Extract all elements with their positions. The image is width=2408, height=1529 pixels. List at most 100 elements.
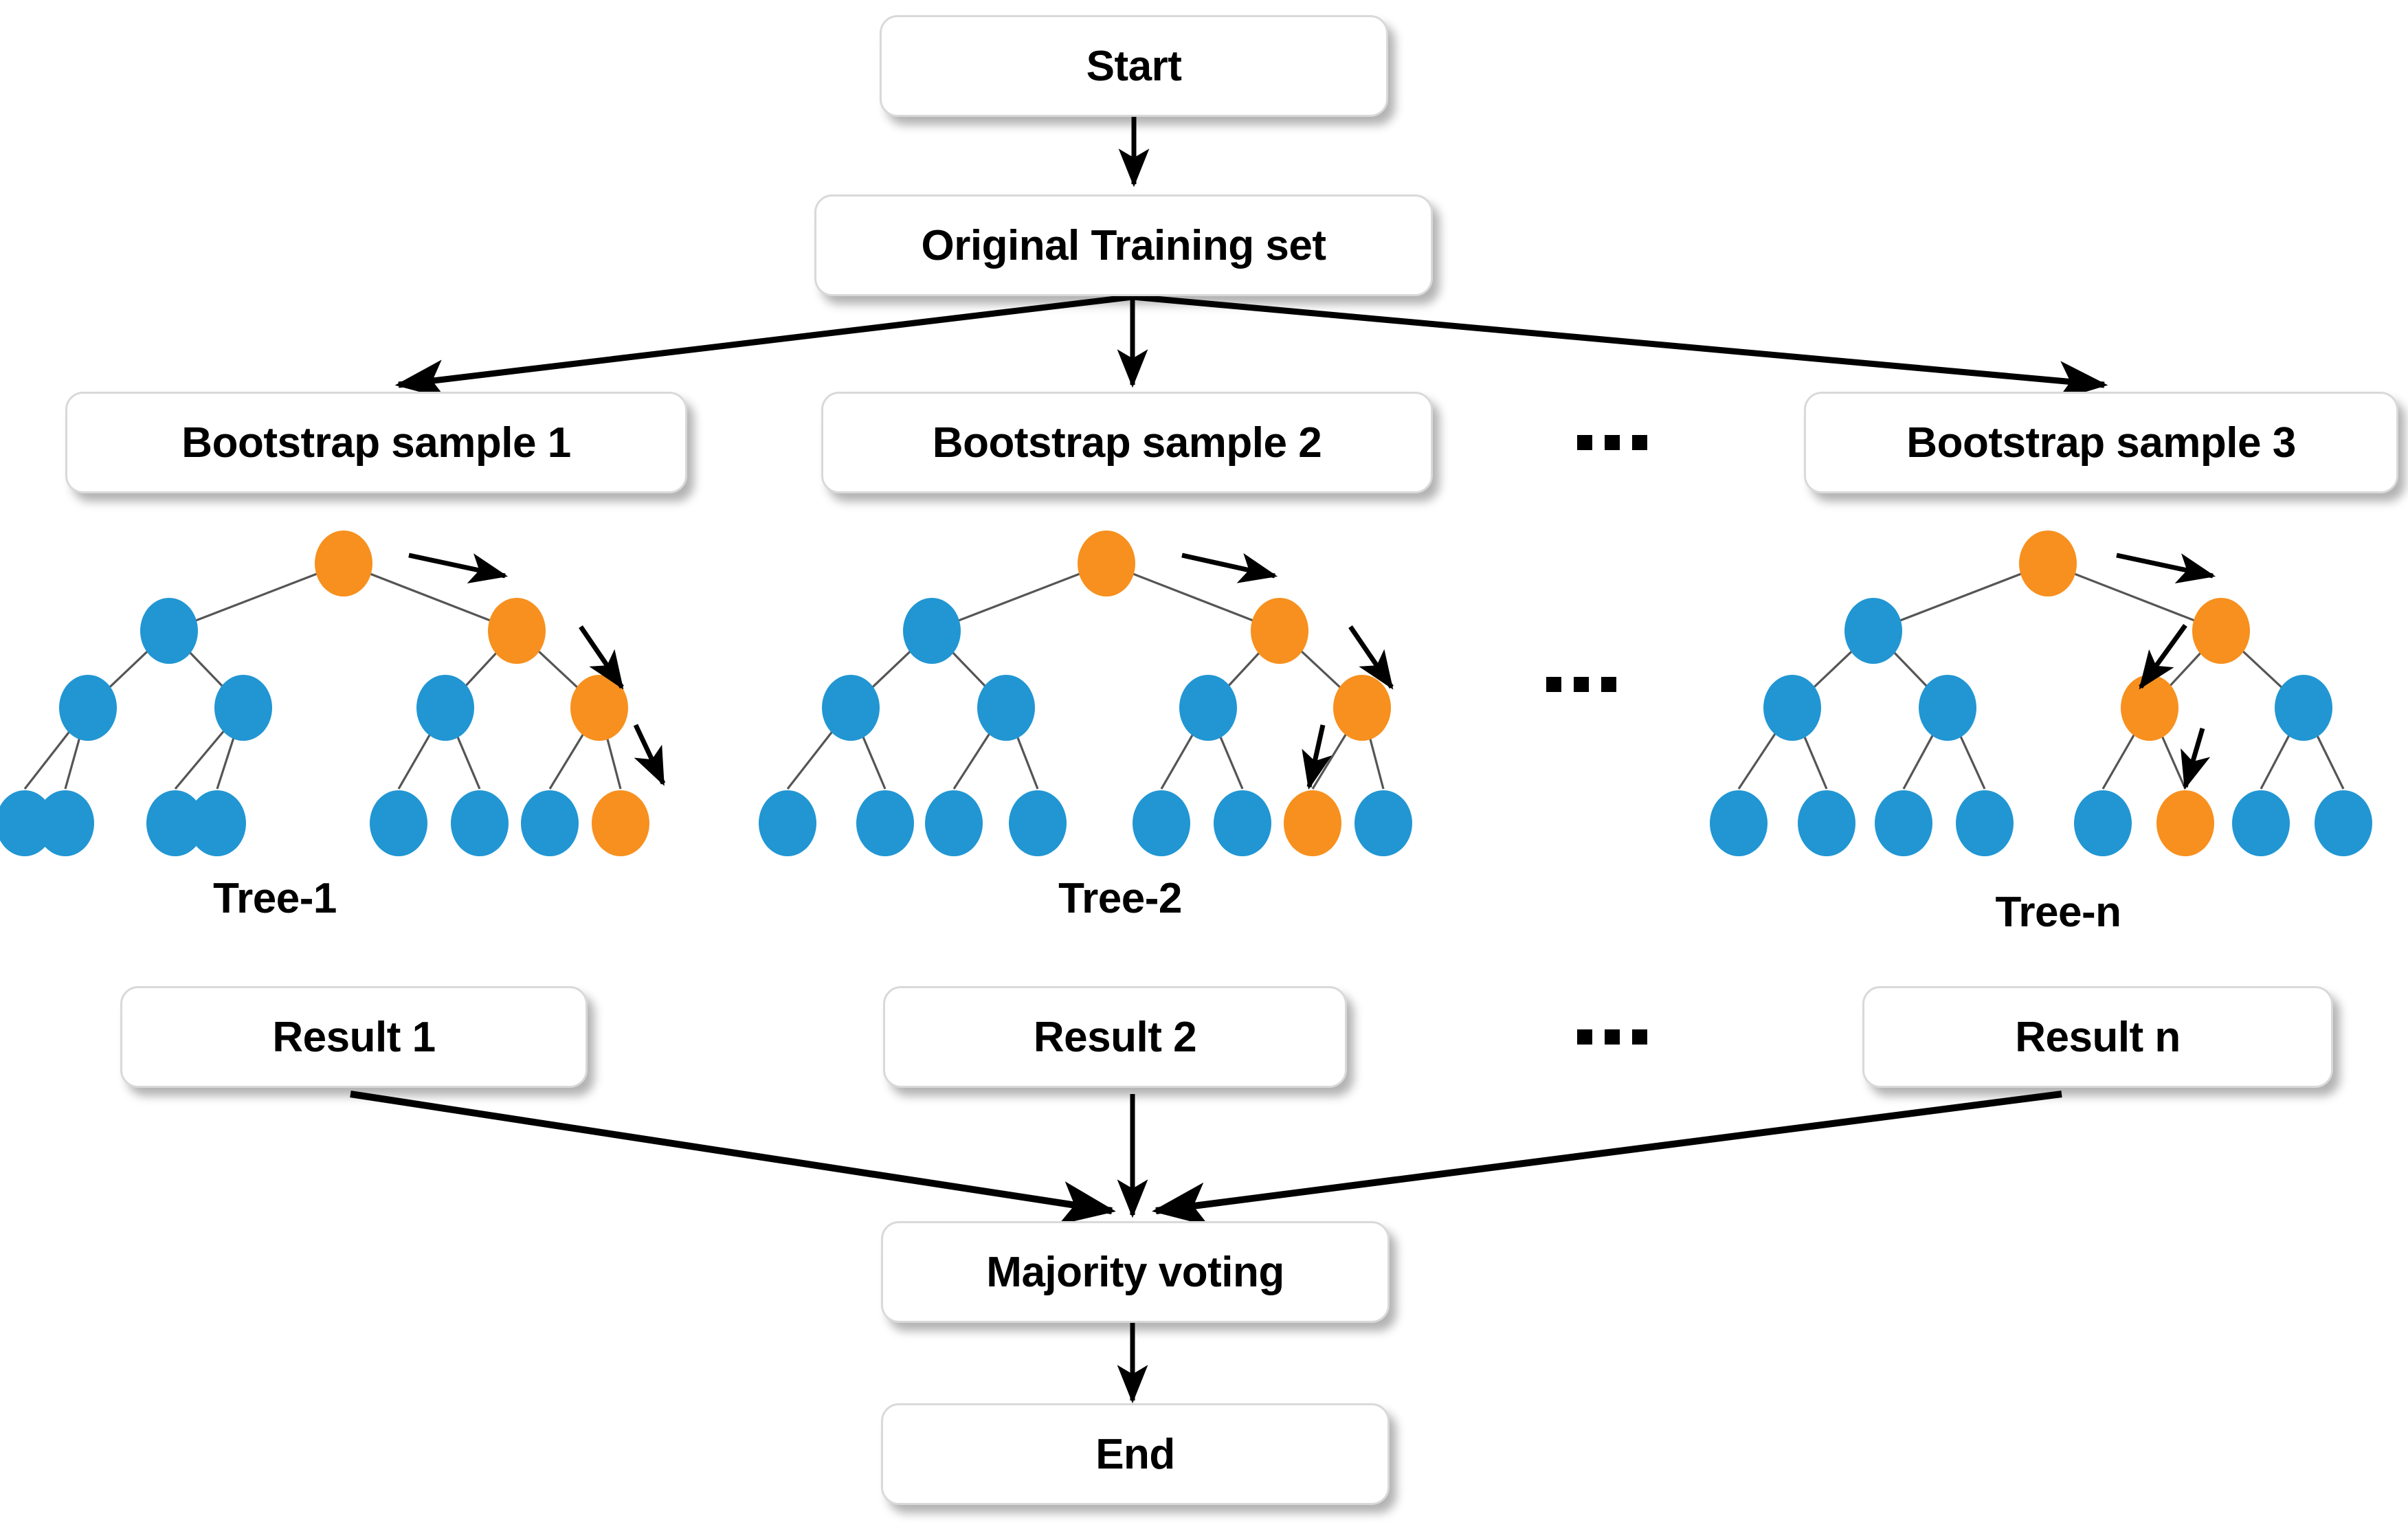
tree-1-graphic [0, 531, 666, 856]
box-result-1-label: Result 1 [272, 1013, 436, 1061]
tree-node-blue [977, 675, 1035, 741]
tree-node-blue [1919, 675, 1976, 741]
ellipsis-dot [1577, 435, 1592, 450]
box-bootstrap-sample-2[interactable]: Bootstrap sample 2 [821, 392, 1433, 493]
tree-leaf-blue [370, 790, 427, 856]
box-bootstrap-sample-1-label: Bootstrap sample 1 [181, 418, 571, 467]
tree-node-blue [822, 675, 880, 741]
tree-leaf-blue [1875, 790, 1932, 856]
tree-leaf-orange [1284, 790, 1341, 856]
tree-leaf-blue [188, 790, 246, 856]
tree-leaf-blue [1133, 790, 1190, 856]
tree-2-edges [786, 562, 1385, 790]
tree-leaf-blue [2074, 790, 2132, 856]
ellipsis-dot [1574, 677, 1589, 692]
tree-2-nodes [759, 531, 1412, 856]
box-bootstrap-sample-3[interactable]: Bootstrap sample 3 [1804, 392, 2398, 493]
box-start[interactable]: Start [880, 15, 1388, 117]
tree-node-blue [1763, 675, 1821, 741]
ellipsis-tree-row [1546, 677, 1616, 692]
tree-leaf-blue [451, 790, 509, 856]
flow-arrow-training-to-bootstrap3 [1132, 293, 2108, 401]
tree-leaf-blue [0, 790, 54, 856]
box-bootstrap-sample-3-label: Bootstrap sample 3 [1906, 418, 2296, 467]
tree-label-tree-n: Tree-n [1955, 888, 2161, 937]
ellipsis-dot [1632, 1029, 1647, 1045]
box-original-training-set[interactable]: Original Training set [814, 194, 1433, 296]
box-result-1[interactable]: Result 1 [120, 986, 588, 1088]
box-end[interactable]: End [881, 1403, 1390, 1505]
box-majority-voting-label: Majority voting [986, 1248, 1284, 1296]
tree-leaf-blue [856, 790, 914, 856]
tree-leaf-blue [925, 790, 983, 856]
tree-node-orange [315, 531, 372, 596]
box-majority-voting[interactable]: Majority voting [881, 1221, 1390, 1323]
tree-n-edges [1737, 562, 2345, 790]
box-original-training-set-label: Original Training set [921, 221, 1326, 269]
ellipsis-result-row [1577, 1029, 1647, 1045]
box-start-label: Start [1086, 42, 1182, 90]
tree-1-nodes [0, 531, 649, 856]
tree-node-orange [1251, 598, 1308, 664]
box-bootstrap-sample-1[interactable]: Bootstrap sample 1 [65, 392, 687, 493]
tree-leaf-blue [36, 790, 94, 856]
flow-arrow-resultn-to-voting [1152, 1091, 2062, 1227]
tree-leaf-orange [592, 790, 649, 856]
flow-arrow-result1-to-voting [350, 1091, 1116, 1225]
ellipsis-dot [1632, 435, 1647, 450]
ellipsis-dot [1601, 677, 1616, 692]
box-end-label: End [1095, 1430, 1175, 1478]
tree-n-nodes [1710, 531, 2372, 856]
box-result-n-label: Result n [2015, 1013, 2181, 1061]
tree-node-blue [59, 675, 117, 741]
tree-node-blue [2275, 675, 2332, 741]
tree-node-orange [2019, 531, 2077, 596]
tree-node-orange [570, 675, 628, 741]
tree-node-orange [2121, 675, 2178, 741]
tree-label-tree-1-text: Tree-1 [213, 875, 337, 922]
tree-n-graphic [1710, 531, 2372, 856]
tree-leaf-blue [1214, 790, 1271, 856]
tree-leaf-blue [2232, 790, 2290, 856]
box-result-2[interactable]: Result 2 [883, 986, 1347, 1088]
tree-1-path-arrows [408, 553, 666, 786]
tree-leaf-blue [1798, 790, 1855, 856]
tree-leaf-blue [1710, 790, 1768, 856]
tree-node-orange [1078, 531, 1135, 596]
box-bootstrap-sample-2-label: Bootstrap sample 2 [932, 418, 1322, 467]
tree-2-path-arrows [1181, 553, 1394, 790]
tree-node-orange [2192, 598, 2250, 664]
ellipsis-dot [1605, 435, 1620, 450]
tree-label-tree-2: Tree-2 [1017, 874, 1223, 923]
tree-node-blue [1179, 675, 1237, 741]
tree-label-tree-n-text: Tree-n [1995, 889, 2121, 936]
tree-node-blue [1844, 598, 1902, 664]
tree-node-orange [488, 598, 546, 664]
tree-leaf-blue [759, 790, 816, 856]
box-result-n[interactable]: Result n [1862, 986, 2333, 1088]
tree-leaf-orange [2156, 790, 2214, 856]
box-result-2-label: Result 2 [1033, 1013, 1197, 1061]
tree-leaf-blue [1009, 790, 1067, 856]
tree-1-edges [23, 562, 622, 790]
tree-leaf-blue [521, 790, 579, 856]
ellipsis-dot [1605, 1029, 1620, 1045]
ellipsis-dot [1546, 677, 1561, 692]
tree-leaf-blue [146, 790, 204, 856]
tree-n-path-arrows [2116, 553, 2216, 790]
tree-node-blue [140, 598, 198, 664]
tree-node-orange [1333, 675, 1391, 741]
tree-label-tree-1: Tree-1 [172, 874, 378, 923]
tree-node-blue [903, 598, 961, 664]
tree-leaf-blue [2315, 790, 2372, 856]
tree-leaf-blue [1354, 790, 1412, 856]
tree-node-blue [214, 675, 272, 741]
tree-node-blue [416, 675, 474, 741]
ellipsis-dot [1577, 1029, 1592, 1045]
tree-leaf-blue [1956, 790, 2014, 856]
tree-label-tree-2-text: Tree-2 [1058, 875, 1182, 922]
ellipsis-bootstrap-row [1577, 435, 1647, 450]
tree-2-graphic [759, 531, 1412, 856]
